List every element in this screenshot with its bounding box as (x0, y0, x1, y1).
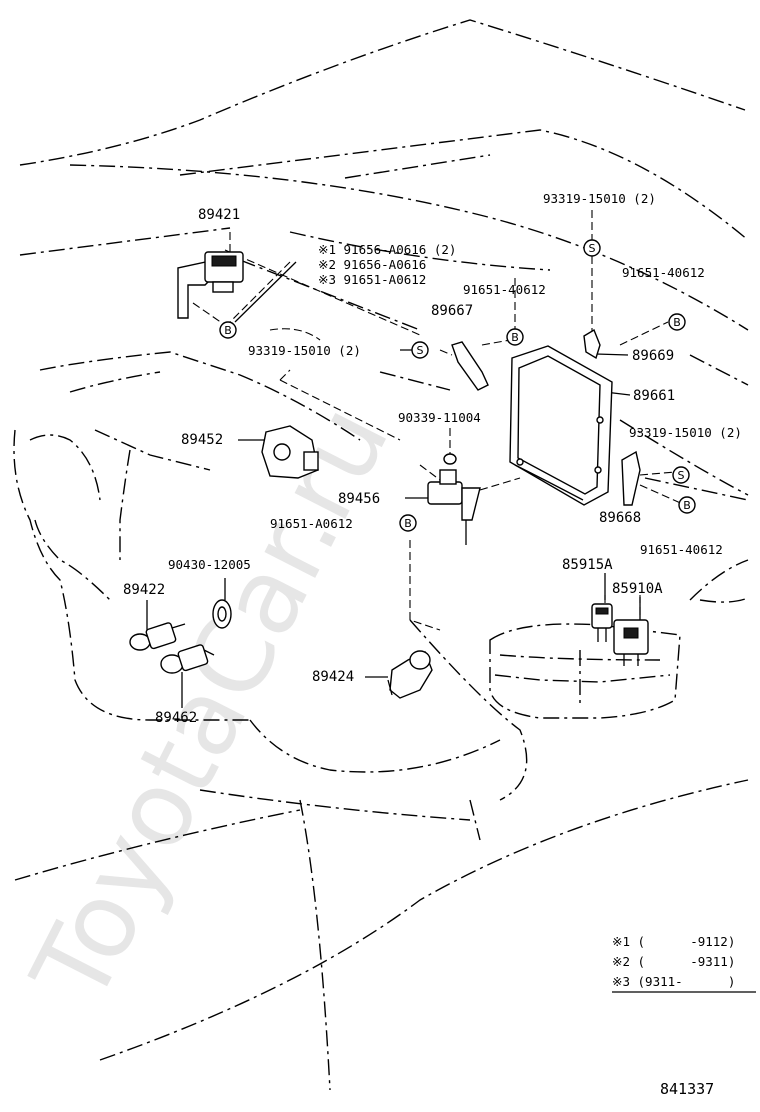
label-91651-40612-low: 91651-40612 (640, 542, 723, 557)
svg-text:B: B (511, 331, 519, 344)
label-85915A: 85915A (562, 557, 613, 573)
svg-text:B: B (673, 316, 681, 329)
label-89667: 89667 (431, 303, 473, 319)
label-89462: 89462 (155, 710, 197, 726)
part-89669-clip[interactable] (583, 328, 601, 360)
part-89661-ecu[interactable] (509, 345, 613, 506)
label-85910A: 85910A (612, 581, 663, 597)
part-90430-washer[interactable] (212, 599, 232, 629)
label-91651-A0612: 91651-A0612 (270, 516, 353, 531)
part-85910A-relay[interactable] (613, 619, 649, 666)
svg-text:B: B (404, 517, 412, 530)
callout-b-low: B (678, 496, 696, 514)
part-89667-bracket[interactable] (451, 341, 489, 391)
label-91651-40612-right: 91651-40612 (622, 265, 705, 280)
part-89462-sensor[interactable] (160, 644, 215, 674)
label-89452: 89452 (181, 432, 223, 448)
svg-text:B: B (224, 324, 232, 337)
callout-s-top: S (583, 239, 601, 257)
part-89421-sensor[interactable] (177, 251, 244, 319)
callout-b-right: B (668, 313, 686, 331)
label-89668: 89668 (599, 510, 641, 526)
part-89424-sensor[interactable] (387, 650, 433, 699)
label-89456: 89456 (338, 491, 380, 507)
label-93319-left: 93319-15010 (2) (248, 343, 361, 358)
label-89421: 89421 (198, 207, 240, 223)
part-89452-sensor[interactable] (261, 425, 319, 479)
legend: ※1 ( -9112) ※2 ( -9311) ※3 (9311- ) (612, 934, 756, 993)
part-89668-bracket[interactable] (621, 450, 641, 506)
callout-b-mid: B (506, 328, 524, 346)
part-89456-sensor[interactable] (427, 469, 481, 545)
callout-b-89421: B (219, 321, 237, 339)
label-89669: 89669 (632, 348, 674, 364)
vehicle-outline (13, 19, 749, 1091)
label-93319-top: 93319-15010 (2) (543, 191, 656, 206)
callout-b-a0612: B (399, 514, 417, 532)
diagram-code: 841337 (660, 1080, 714, 1098)
label-note1: ※1 91656-A0616 (2) (318, 242, 456, 257)
part-labels: 89421 ※1 91656-A0616 (2) ※2 91656-A0616 … (123, 191, 742, 726)
legend-row3: ※3 (9311- ) (612, 974, 735, 989)
label-91651-40612-mid: 91651-40612 (463, 282, 546, 297)
part-89422-sensor[interactable] (129, 622, 186, 651)
svg-text:S: S (678, 469, 685, 482)
label-93319-right: 93319-15010 (2) (629, 425, 742, 440)
label-89422: 89422 (123, 582, 165, 598)
watermark: ToyotaCar.ru (8, 386, 412, 1022)
label-note2: ※2 91656-A0616 (318, 257, 426, 272)
label-89661: 89661 (633, 388, 675, 404)
label-89424: 89424 (312, 669, 354, 685)
label-90430: 90430-12005 (168, 557, 251, 572)
label-90339: 90339-11004 (398, 410, 481, 425)
legend-row2: ※2 ( -9311) (612, 954, 735, 969)
svg-text:B: B (683, 499, 691, 512)
svg-text:S: S (589, 242, 596, 255)
label-note3: ※3 91651-A0612 (318, 272, 426, 287)
part-90339-plug[interactable] (443, 453, 457, 465)
callout-s-left: S (411, 341, 429, 359)
legend-row1: ※1 ( -9112) (612, 934, 735, 949)
callout-s-right: S (672, 466, 690, 484)
part-85915A-relay[interactable] (591, 603, 613, 642)
svg-text:S: S (417, 344, 424, 357)
